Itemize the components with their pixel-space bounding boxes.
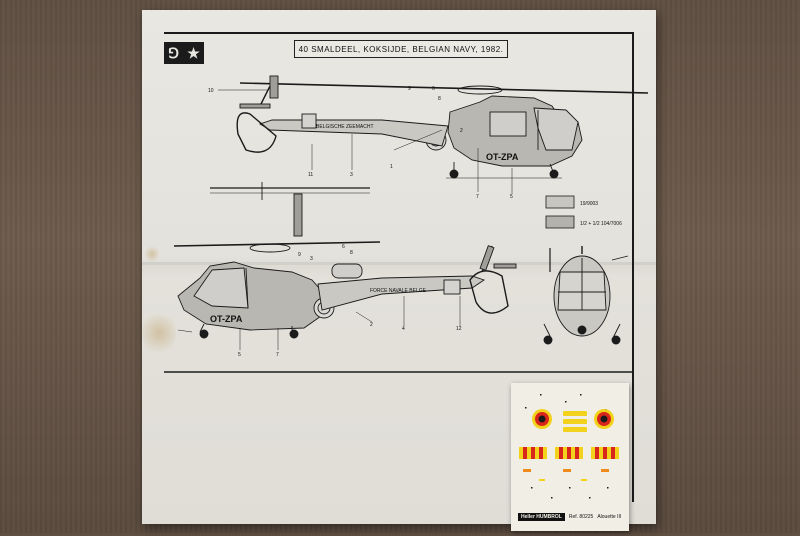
bottom-fuselage-text: FORCE NAVALE BELGE xyxy=(370,288,427,294)
top-fuselage-text: BELGISCHE ZEEMACHT xyxy=(316,124,374,130)
paint-swatch-2 xyxy=(545,215,575,229)
helicopter-drawings: BELGISCHE ZEEMACHT OT-ZPA 10 11 3 1 7 5 … xyxy=(164,75,649,373)
front-view xyxy=(543,246,629,345)
paint-ref-2: 1/2 + 1/2 104/7006 xyxy=(580,221,622,227)
decal-artwork xyxy=(519,394,619,499)
decal-model-name: Alouette III xyxy=(597,514,622,520)
paint-ref-1: 19/9003 xyxy=(580,201,598,207)
bottom-callout: 8 xyxy=(350,250,353,256)
small-decals xyxy=(523,469,609,481)
paint-swatches xyxy=(545,195,575,229)
bottom-helicopter-profile xyxy=(173,241,517,350)
roundel-decal-right xyxy=(594,409,614,429)
top-callout: 1 xyxy=(390,164,393,170)
bottom-callout: 6 xyxy=(342,244,345,250)
top-callout: 2 xyxy=(460,128,463,134)
bottom-callout: 5 xyxy=(238,352,241,358)
instruction-sheet: ⅁ ★ 40 SMALDEEL, KOKSIJDE, BELGIAN NAVY,… xyxy=(142,10,656,531)
registration-decals xyxy=(563,411,587,432)
top-callout: 10 xyxy=(208,88,214,94)
top-callout: 6 xyxy=(432,86,435,92)
paper-stain xyxy=(144,246,160,262)
star-icon: ★ xyxy=(187,45,200,61)
top-callout: 7 xyxy=(476,194,479,200)
bottom-callout: 4 xyxy=(402,326,405,332)
top-callout: 5 xyxy=(510,194,513,200)
stripe-decals xyxy=(519,447,619,459)
top-callout: 3 xyxy=(350,172,353,178)
top-callout: 9 xyxy=(408,86,411,92)
bottom-callout: 12 xyxy=(456,326,462,332)
sheet-frame xyxy=(164,32,634,502)
decal-ref: Ref. 80225 xyxy=(568,514,594,520)
top-callout: 11 xyxy=(308,172,313,178)
top-registration: OT-ZPA xyxy=(486,152,519,162)
top-callout: 8 xyxy=(438,96,441,102)
paint-swatch-1 xyxy=(545,195,575,209)
sheet-title: 40 SMALDEEL, KOKSIJDE, BELGIAN NAVY, 198… xyxy=(294,40,508,58)
paper-stain xyxy=(142,310,176,356)
paper-fold xyxy=(142,262,656,265)
bottom-callout: 7 xyxy=(276,352,279,358)
brush-icon: ⅁ xyxy=(168,45,179,61)
heller-logo-block: ⅁ ★ xyxy=(164,42,204,64)
top-helicopter-profile xyxy=(210,75,649,237)
bottom-callout: 3 xyxy=(310,256,313,262)
bottom-callout: 9 xyxy=(298,252,301,258)
heller-brand-label: Heller HUMBROL xyxy=(518,513,565,521)
bottom-registration: OT-ZPA xyxy=(210,314,243,324)
decal-sheet: Heller HUMBROL Ref. 80225 Alouette III xyxy=(511,383,629,531)
roundel-decal-left xyxy=(532,409,552,429)
decal-footer: Heller HUMBROL Ref. 80225 Alouette III xyxy=(518,511,623,523)
bottom-callout: 2 xyxy=(370,322,373,328)
